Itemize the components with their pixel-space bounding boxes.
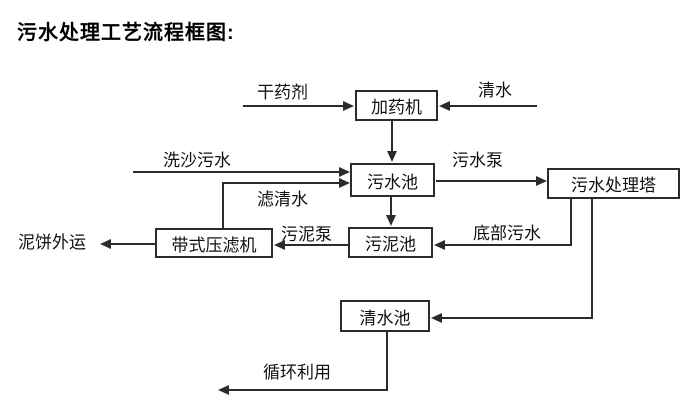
label-dry-agent: 干药剂 [257,83,308,102]
label-recycle-use: 循环利用 [263,363,331,382]
flow-line-tower-to-clean-vertical [591,198,593,319]
arrowhead-dosing-to-pool [387,151,397,162]
label-bottom-sewage: 底部污水 [473,224,541,243]
node-dosing-machine: 加药机 [355,90,438,121]
arrowhead-sewage-pump [536,176,547,186]
flow-line-clean-water [450,105,537,107]
page-title: 污水处理工艺流程框图: [17,22,235,44]
node-sludge-pool: 污泥池 [348,227,433,258]
flow-line-bottom-sewage-vertical [570,198,572,246]
arrowhead-filtered-water [339,178,350,188]
arrowhead-pool-to-sludge [386,215,396,226]
label-sand-washing-sewage: 洗沙污水 [163,151,231,170]
label-mud-cake-out: 泥饼外运 [18,233,86,252]
flow-line-mud-cake-out [111,243,155,245]
flow-line-sewage-pump [436,180,536,182]
arrowhead-tower-to-clean [431,313,442,323]
flow-line-filtered-water-vertical [222,183,224,228]
arrowhead-clean-water [439,101,450,111]
label-clean-water: 清水 [478,81,512,100]
arrowhead-dry-agent [343,101,354,111]
arrowhead-recycle [218,385,229,395]
flow-line-sludge-pump [285,244,348,246]
arrowhead-sludge-pump [274,240,285,250]
flow-line-filtered-water-horizontal [222,182,339,184]
flow-line-pool-to-sludge [390,197,392,216]
flow-line-recycle-horizontal [229,389,388,391]
node-belt-filter-press: 带式压滤机 [155,228,273,258]
arrowhead-mud-cake-out [100,239,111,249]
node-clean-water-pool: 清水池 [340,300,430,332]
arrowhead-bottom-sewage [434,240,445,250]
node-treatment-tower: 污水处理塔 [547,168,680,199]
flow-line-recycle-vertical [386,332,388,390]
arrowhead-sand-washing [339,167,350,177]
label-sewage-pump: 污水泵 [452,151,503,170]
flow-line-sand-washing [133,171,339,173]
flow-line-tower-to-clean-horizontal [442,317,593,319]
label-filtered-water: 滤清水 [257,190,308,209]
label-sludge-pump: 污泥泵 [281,225,332,244]
node-sewage-pool: 污水池 [350,163,435,197]
flow-line-bottom-sewage-horizontal [445,244,572,246]
flow-line-dry-agent [243,105,343,107]
flow-line-dosing-to-pool [391,121,393,152]
